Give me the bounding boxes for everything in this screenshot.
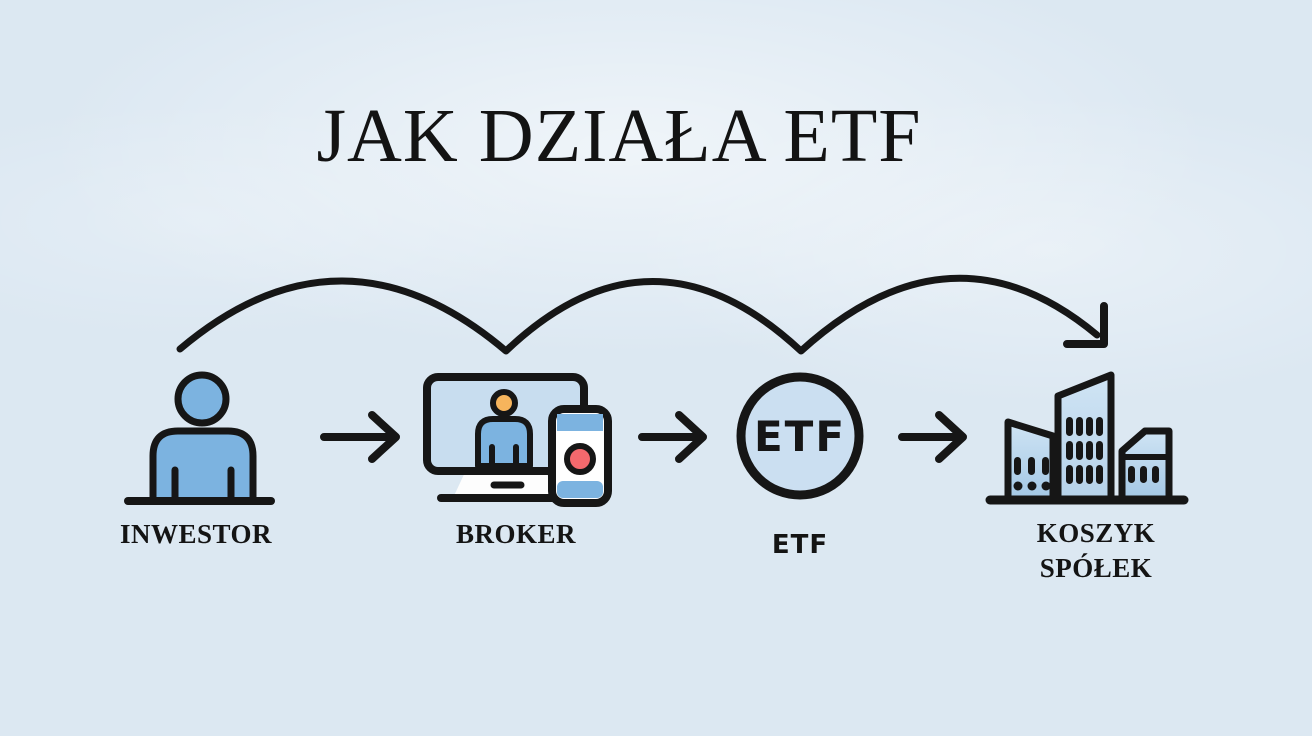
building-windows <box>1013 417 1159 491</box>
investor-label: INWESTOR <box>119 519 273 549</box>
window <box>1086 465 1093 484</box>
phone-top-band <box>557 414 603 431</box>
phone-red-dot <box>564 443 596 475</box>
window-dot <box>1027 481 1037 491</box>
basket-label-line1: KOSZYK <box>1036 518 1156 548</box>
basket-label-line2: SPÓŁEK <box>1039 553 1153 583</box>
window <box>1152 466 1159 483</box>
window <box>1076 417 1083 436</box>
window <box>1086 441 1093 460</box>
building-center <box>1054 371 1115 504</box>
window <box>1066 417 1073 436</box>
hop-arrow <box>176 274 1108 355</box>
etf-circle-text: ETF <box>754 412 846 461</box>
broker-person-arm-lines <box>489 444 519 466</box>
window <box>1042 457 1049 475</box>
investor-head <box>174 371 230 427</box>
window <box>1096 441 1103 460</box>
arrow-investor-to-broker-icon <box>320 411 400 463</box>
investor-arm-lines <box>171 466 235 502</box>
etf-circle-icon: ETF <box>736 372 864 500</box>
arrow-etf-to-basket-icon <box>898 411 967 463</box>
window-dot <box>1013 481 1023 491</box>
broker-icon <box>423 373 612 507</box>
window <box>1076 465 1083 484</box>
etf-label: ETF <box>771 530 829 560</box>
investor-icon <box>124 371 275 505</box>
page-title: JAK DZIAŁA ETF <box>316 94 922 178</box>
window <box>1028 457 1035 475</box>
window <box>1128 466 1135 483</box>
phone-icon <box>548 405 612 507</box>
etf-circle <box>736 372 864 500</box>
hop-arrow-curve <box>176 274 1101 355</box>
window <box>1086 417 1093 436</box>
investor-body <box>149 427 257 505</box>
hop-arrow-head <box>1063 302 1108 348</box>
window <box>1066 441 1073 460</box>
window <box>1096 465 1103 484</box>
broker-person-head <box>490 389 518 417</box>
flow-arrows <box>320 411 967 463</box>
window <box>1096 417 1103 436</box>
broker-person-body <box>475 416 533 469</box>
phone-bottom-band <box>557 481 603 498</box>
arrow-broker-to-etf-icon <box>638 411 707 463</box>
window-dot <box>1041 481 1051 491</box>
companies-buildings-icon <box>985 371 1189 505</box>
window <box>1140 466 1147 483</box>
window <box>1014 457 1021 475</box>
window <box>1076 441 1083 460</box>
building-right <box>1118 427 1173 504</box>
window <box>1066 465 1073 484</box>
broker-label: BROKER <box>455 519 577 549</box>
